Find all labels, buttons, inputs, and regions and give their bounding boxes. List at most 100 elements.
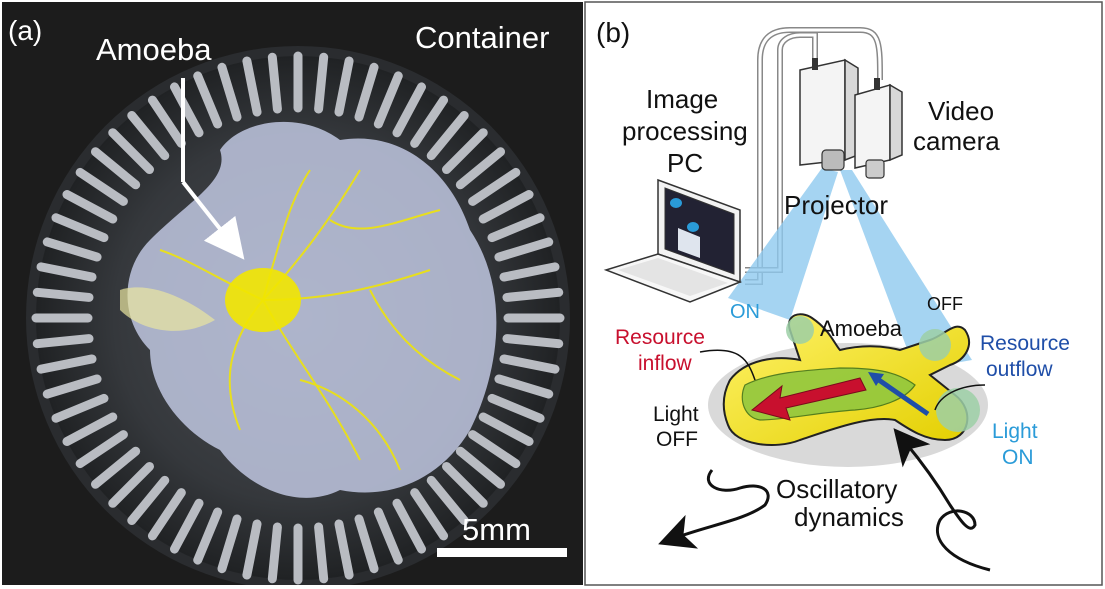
container-tooth bbox=[62, 189, 118, 224]
camera-cable-inner bbox=[745, 28, 882, 284]
amoeba-network bbox=[127, 121, 497, 498]
container-tooth bbox=[499, 262, 560, 282]
container-tooth bbox=[494, 237, 554, 262]
container-tooth bbox=[354, 62, 379, 122]
amoeba-patch bbox=[120, 287, 215, 331]
amoeba-veins bbox=[159, 169, 461, 471]
container-tooth bbox=[42, 237, 102, 262]
projector-icon bbox=[799, 58, 859, 171]
container-tooth bbox=[314, 52, 329, 114]
inflow-arrow bbox=[750, 377, 867, 421]
panel-a-label: (a) bbox=[8, 15, 42, 46]
container-tooth bbox=[478, 412, 534, 447]
container-tooth bbox=[217, 62, 242, 122]
off-label: OFF bbox=[927, 294, 963, 314]
dynamics-label-line1: Oscillatory bbox=[776, 474, 897, 504]
container-tooth bbox=[392, 82, 427, 138]
container-tooth bbox=[468, 167, 521, 206]
video-camera-icon bbox=[854, 78, 903, 179]
container-tooth bbox=[334, 519, 354, 580]
container-tooth bbox=[410, 488, 449, 541]
light-beam-left bbox=[728, 168, 838, 320]
container-tooth bbox=[75, 167, 128, 206]
amoeba-pointer-arrow bbox=[181, 180, 245, 260]
scale-bar-label: 5mm bbox=[462, 512, 531, 547]
container-tooth bbox=[169, 82, 204, 138]
container-tooth bbox=[193, 71, 223, 129]
container-tooth bbox=[75, 430, 128, 469]
container-tooth bbox=[108, 128, 155, 175]
container-tooth bbox=[314, 522, 329, 584]
container-tooth bbox=[487, 393, 545, 423]
container-tooth bbox=[42, 374, 102, 399]
projector-label: Projector bbox=[784, 190, 888, 220]
container-tooth bbox=[478, 189, 534, 224]
panel-b-diagram bbox=[584, 1, 1103, 586]
container-tooth bbox=[392, 498, 427, 554]
inflow-pointer bbox=[699, 349, 756, 381]
container-teeth bbox=[31, 51, 565, 585]
light-on-line1: Light bbox=[992, 420, 1038, 443]
resource-outflow-line1: Resource bbox=[980, 332, 1070, 355]
camera-label-line1: Video bbox=[928, 96, 994, 126]
outflow-pointer bbox=[934, 384, 986, 411]
container-tooth bbox=[51, 393, 109, 423]
container-tooth bbox=[90, 147, 141, 190]
container-tooth bbox=[32, 287, 94, 302]
container-tooth bbox=[426, 475, 469, 526]
amoeba-photo-label: Amoeba bbox=[96, 32, 212, 67]
light-off-line2: OFF bbox=[656, 428, 698, 451]
container-tooth bbox=[217, 514, 242, 574]
container-tooth bbox=[62, 412, 118, 447]
panel-b-label: (b) bbox=[596, 17, 630, 48]
container-tooth bbox=[267, 52, 282, 114]
light-spot-on-left bbox=[786, 316, 814, 344]
container-tooth bbox=[494, 374, 554, 399]
container-tooth bbox=[455, 147, 506, 190]
on-label: ON bbox=[730, 301, 760, 323]
light-on-line2: ON bbox=[1002, 446, 1034, 469]
dynamics-label-line2: dynamics bbox=[794, 502, 904, 532]
light-off-line1: Light bbox=[653, 403, 699, 426]
container-tooth bbox=[487, 213, 545, 243]
container-tooth bbox=[242, 56, 262, 117]
container-tooth bbox=[499, 354, 560, 374]
container-tooth bbox=[426, 110, 469, 161]
container-tooth bbox=[51, 213, 109, 243]
light-beam-right bbox=[840, 170, 972, 370]
outflow-arrow-head bbox=[868, 372, 884, 386]
amoeba-diagram-label: Amoeba bbox=[820, 316, 903, 341]
light-spot-on-right bbox=[936, 388, 980, 432]
scale-bar bbox=[437, 548, 567, 557]
pc-label-line3: PC bbox=[667, 148, 703, 178]
container-tooth bbox=[90, 446, 141, 489]
container-tooth bbox=[267, 522, 282, 584]
container-tooth bbox=[242, 519, 262, 580]
container-tooth bbox=[127, 110, 170, 161]
container-tooth bbox=[36, 262, 97, 282]
container-tooth bbox=[502, 287, 564, 302]
container-tooth bbox=[108, 461, 155, 508]
container-tooth bbox=[502, 334, 564, 349]
container-tooth bbox=[373, 71, 403, 129]
pc-label-line1: Image bbox=[646, 84, 718, 114]
laptop-icon bbox=[603, 178, 743, 303]
container-tooth bbox=[32, 334, 94, 349]
container-tooth bbox=[36, 354, 97, 374]
resource-outflow-line2: outflow bbox=[986, 358, 1053, 381]
resource-inflow-line2: inflow bbox=[638, 352, 693, 375]
oscillation-arrow-right bbox=[893, 428, 991, 572]
container-tooth bbox=[169, 498, 204, 554]
container-tooth bbox=[334, 56, 354, 117]
resource-inflow-line1: Resource bbox=[615, 326, 705, 349]
camera-label-line2: camera bbox=[913, 126, 1000, 156]
light-spot-right-arm bbox=[919, 329, 951, 361]
container-tooth bbox=[193, 507, 223, 565]
container-tooth bbox=[468, 430, 521, 469]
container-tooth bbox=[147, 95, 186, 148]
container-tooth bbox=[127, 475, 170, 526]
projector-cable-inner bbox=[745, 33, 817, 272]
panel-a-photo bbox=[2, 2, 583, 585]
container-tooth bbox=[441, 461, 488, 508]
